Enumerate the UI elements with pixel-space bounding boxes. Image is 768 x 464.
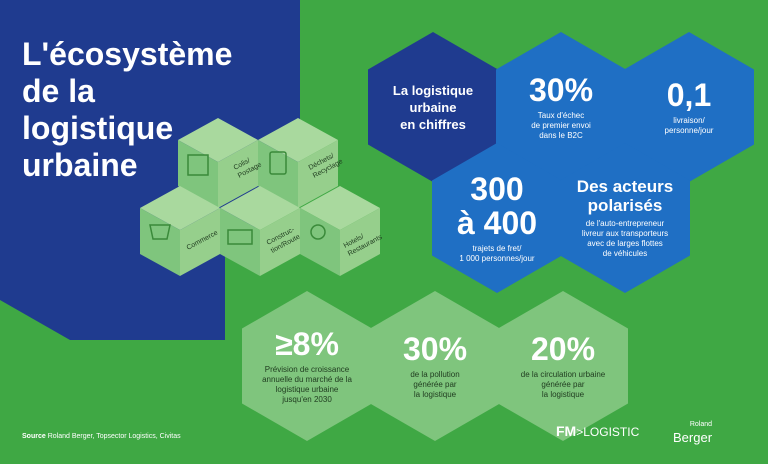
fm-logistic-logo: FM>LOGISTIC (556, 423, 640, 439)
parcel-icon (187, 154, 209, 176)
cube-hotels (300, 186, 380, 276)
hex-polarised-actors: Des acteurs polarisés de l'auto-entrepre… (560, 143, 690, 293)
cube-construction (220, 186, 300, 276)
recycle-bin-icon (269, 151, 287, 175)
page-title: L'écosystème de la logistique urbaine (22, 36, 233, 183)
shopping-basket-icon (149, 224, 171, 240)
roland-berger-logo: Roland Berger (673, 421, 713, 445)
truck-icon (227, 229, 253, 245)
source-note: Source Roland Berger, Topsector Logistic… (22, 433, 181, 440)
chef-icon (310, 224, 326, 240)
